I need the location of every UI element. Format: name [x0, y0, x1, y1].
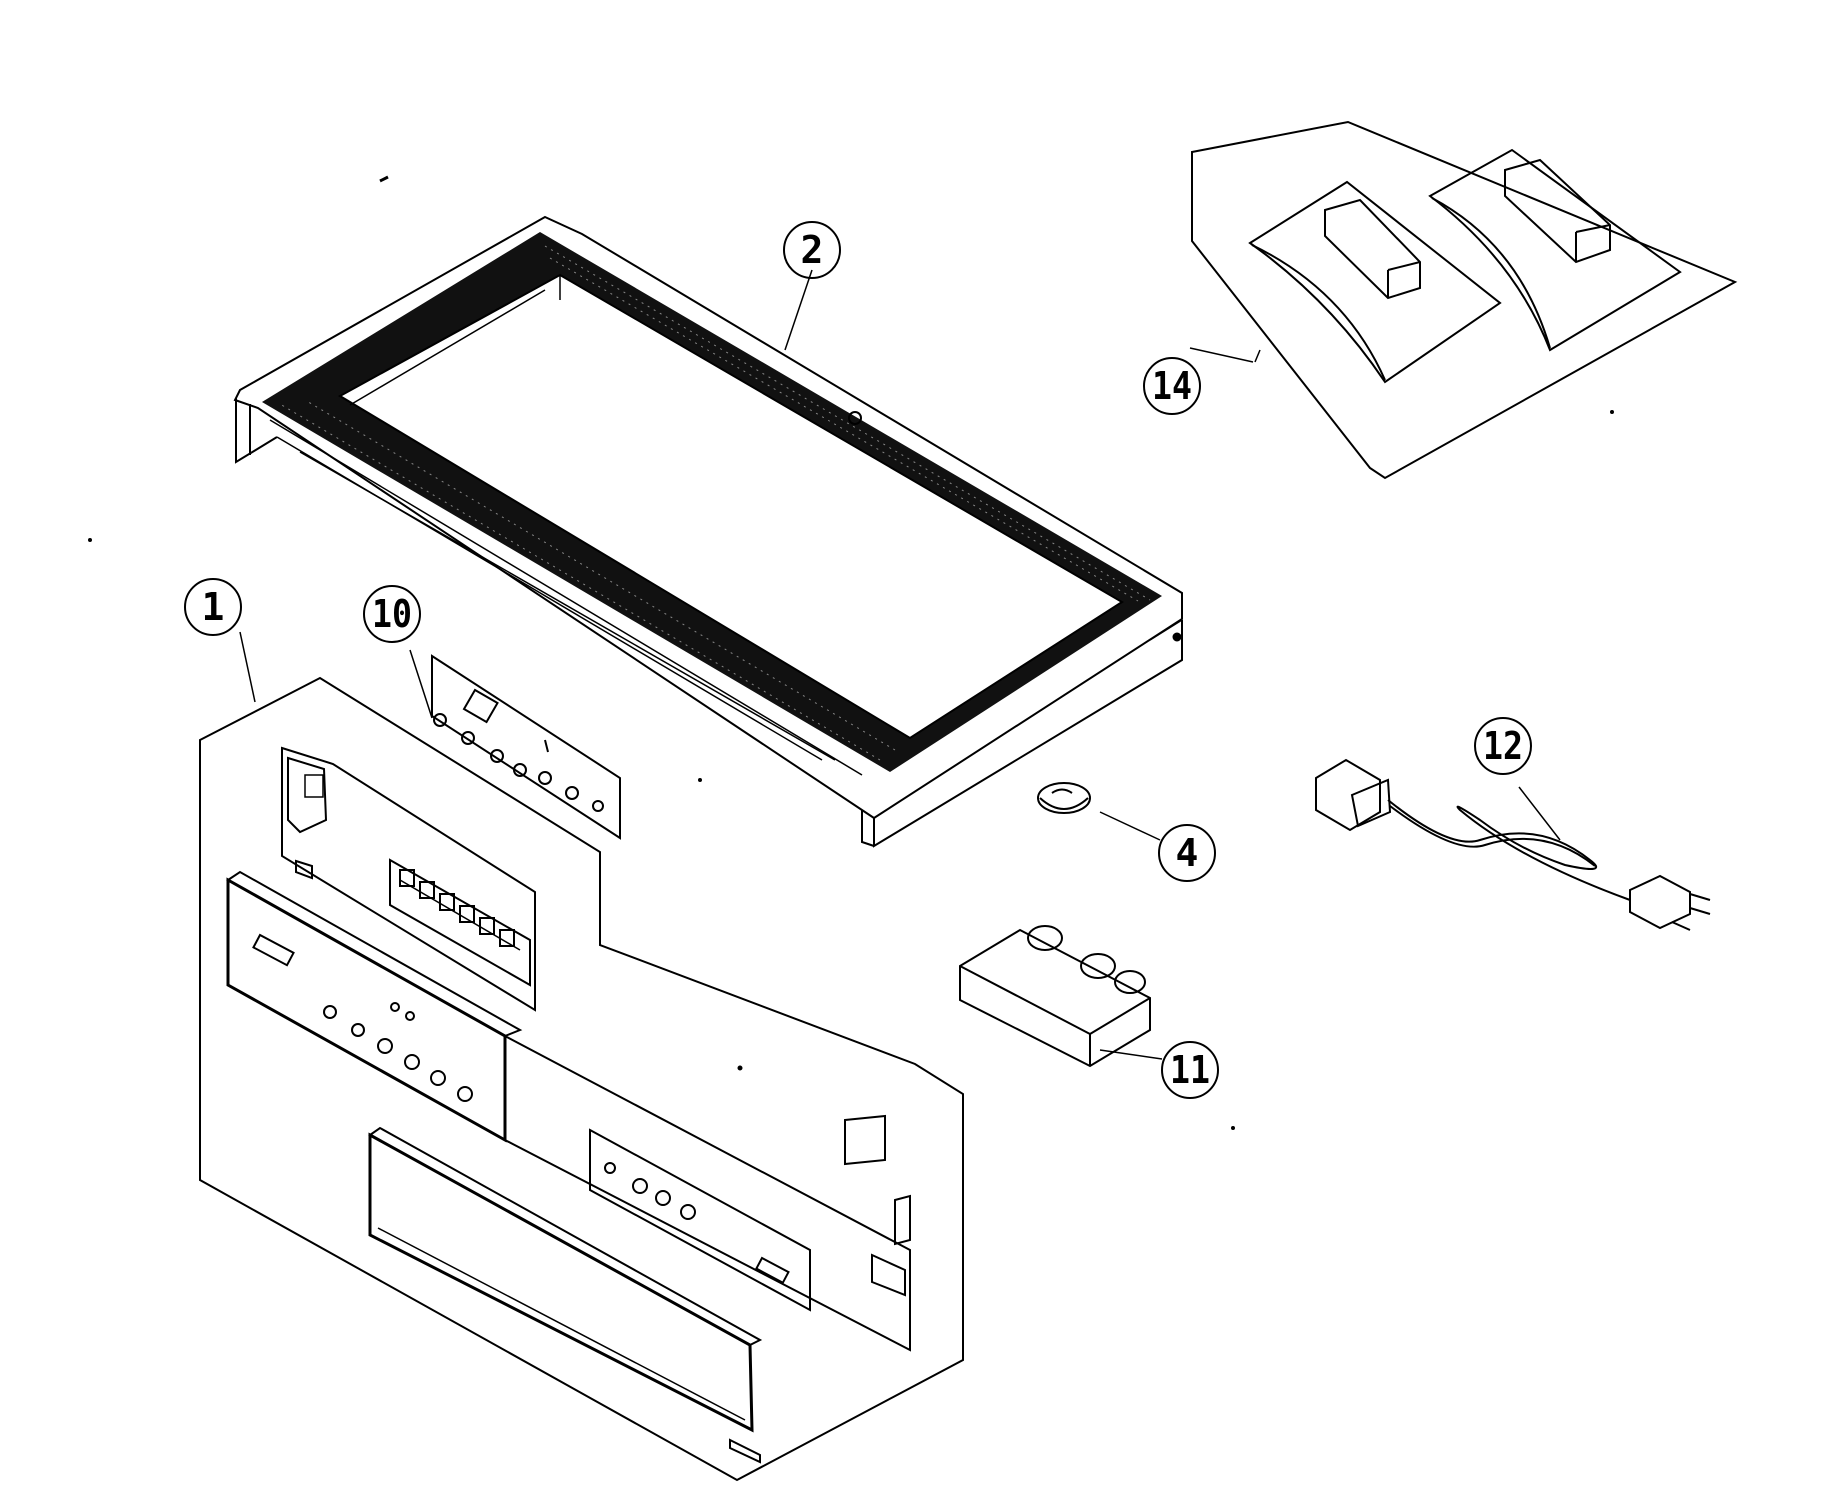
callout-12: 12	[1474, 717, 1532, 775]
callout-2: 2	[783, 221, 841, 279]
stray-marks	[88, 175, 1614, 1130]
part-10-pcb	[431, 654, 621, 840]
callout-10: 10	[363, 585, 421, 643]
callout-4-label: 4	[1176, 831, 1199, 875]
callout-11: 11	[1161, 1041, 1219, 1099]
callout-1-label: 1	[202, 585, 225, 629]
pcb-keys	[399, 869, 515, 947]
callout-12-label: 12	[1483, 724, 1523, 768]
pcb-10-components	[433, 713, 604, 812]
part-1-control-panel	[199, 676, 964, 1482]
part-11-switch-block	[959, 925, 1151, 1068]
callout-4: 4	[1158, 824, 1216, 882]
callout-1: 1	[184, 578, 242, 636]
part-14-accessory	[1191, 120, 1738, 480]
callout-14-label: 14	[1152, 364, 1192, 408]
fascia-buttons	[323, 1002, 473, 1102]
leader-lines	[239, 269, 1561, 1060]
callout-14: 14	[1143, 357, 1201, 415]
callout-11-label: 11	[1170, 1048, 1210, 1092]
callout-10-label: 10	[372, 592, 412, 636]
part-4-knob	[1037, 782, 1091, 814]
part-2-door-frame	[233, 215, 1183, 848]
display-buttons	[604, 1162, 696, 1220]
part-12-power-cord	[1315, 758, 1711, 931]
callout-2-label: 2	[801, 228, 824, 272]
